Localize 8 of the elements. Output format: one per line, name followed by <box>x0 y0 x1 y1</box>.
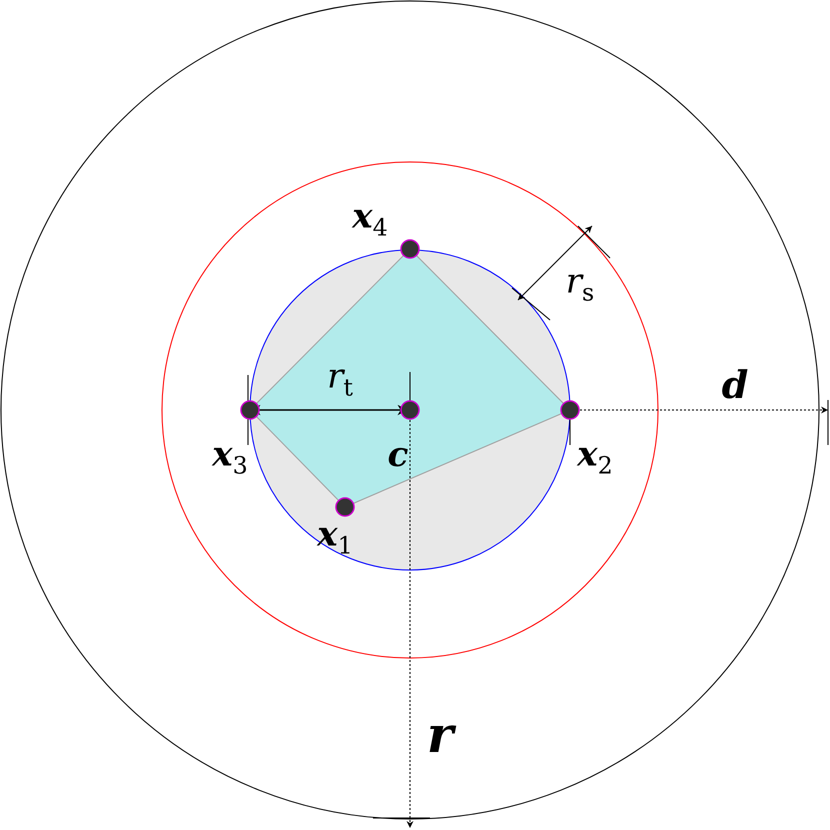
math-label: x$_{2}$ <box>577 438 613 478</box>
math-label: d <box>722 366 748 404</box>
math-label: x$_{1}$ <box>317 518 353 558</box>
math-label: x$_{3}$ <box>212 438 248 478</box>
math-label: r$_{t}$ <box>327 360 353 400</box>
math-label: r$_{s}$ <box>566 264 594 306</box>
math-label: c <box>388 438 408 472</box>
math-label: x$_{4}$ <box>352 200 388 240</box>
